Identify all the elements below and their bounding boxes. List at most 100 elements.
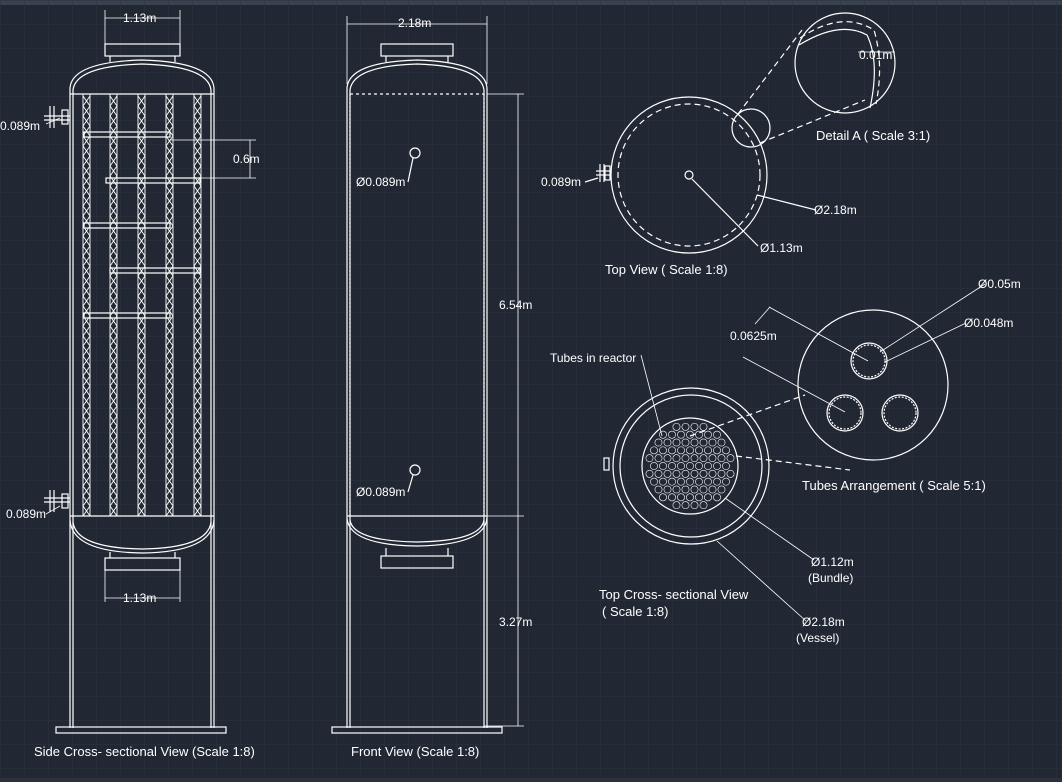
bundle-tube: [677, 493, 685, 502]
side-nozzle-top-label: 0.089m: [0, 119, 40, 133]
bundle-tube: [681, 438, 690, 447]
bundle-tube: [690, 438, 699, 447]
bundle-tube: [713, 430, 721, 439]
tubes-arrangement-drawing: [689, 309, 949, 471]
detail-a-drawing: [737, 12, 896, 144]
bundle-tube: [695, 493, 703, 502]
bundle-tube: [672, 485, 681, 494]
top-cross-section-title-line1: Top Cross- sectional View: [599, 587, 749, 602]
bundle-tube: [663, 438, 672, 447]
bundle-tube: [708, 469, 717, 478]
side-view-drawing: [44, 43, 227, 734]
front-view-title: Front View (Scale 1:8): [351, 744, 479, 759]
bundle-tube: [699, 454, 708, 463]
top-view-inner-dia-label: Ø1.13m: [760, 241, 803, 255]
bundle-tube: [690, 469, 699, 478]
tubes-in-reactor-label: Tubes in reactor: [550, 351, 636, 365]
bundle-tube: [654, 469, 663, 478]
bundle-tube: [686, 493, 694, 502]
bundle-tube: [690, 485, 699, 494]
detail-a-thickness-label: 0.01m: [859, 48, 892, 62]
bundle-tube: [663, 454, 672, 463]
bundle-tube: [704, 462, 712, 470]
bundle-tube: [686, 462, 694, 470]
bundle-tube: [686, 446, 694, 455]
tube-bundle: [645, 422, 735, 510]
bundle-tube: [650, 462, 658, 470]
bundle-tube: [668, 477, 676, 486]
bundle-tube: [650, 477, 658, 486]
top-view-nozzle-label: 0.089m: [541, 175, 581, 189]
bundle-tube: [726, 469, 735, 478]
bundle-tube: [668, 493, 676, 502]
detail-a-title: Detail A ( Scale 3:1): [816, 128, 930, 143]
bundle-tube: [722, 446, 730, 455]
bundle-tube: [681, 469, 690, 478]
side-view-dimensions: [45, 10, 256, 602]
side-view-tubes: [82, 94, 202, 517]
bundle-tube: [672, 422, 681, 431]
bundle-tube: [668, 430, 676, 439]
top-view-vessel-dia-label: Ø2.18m: [814, 203, 857, 217]
front-dim-width-label: 2.18m: [398, 16, 431, 30]
baffle-spacing-label: 0.6m: [233, 152, 260, 166]
bundle-tube: [704, 477, 712, 486]
bundle-tube: [663, 469, 672, 478]
bundle-tube: [717, 438, 726, 447]
bundle-tube: [686, 477, 694, 486]
bundle-tube: [704, 446, 712, 455]
bundle-tube: [726, 454, 735, 463]
bundle-tube: [713, 493, 721, 502]
tube-inner-dia-label: Ø0.048m: [964, 316, 1013, 330]
tube-outer-dia-label: Ø0.05m: [978, 277, 1021, 291]
tube-pitch-label: 0.0625m: [730, 329, 777, 343]
front-dim-leg-height-label: 3.27m: [499, 615, 532, 629]
bundle-tube: [672, 454, 681, 463]
bundle-tube: [654, 454, 663, 463]
bundle-tube: [659, 430, 667, 439]
bundle-tube: [672, 438, 681, 447]
bundle-tube: [659, 493, 667, 502]
bundle-tube: [645, 454, 654, 463]
bundle-tube: [677, 477, 685, 486]
vessel-dia-label: Ø2.18m: [802, 615, 845, 629]
front-dim-shell-height-label: 6.54m: [499, 298, 532, 312]
bundle-tube: [681, 422, 690, 431]
tubes-arrangement-title: Tubes Arrangement ( Scale 5:1): [802, 478, 986, 493]
window-bottom-bar: [0, 778, 1062, 782]
top-view-title: Top View ( Scale 1:8): [605, 262, 728, 277]
bundle-tube: [717, 454, 726, 463]
bundle-tube: [704, 493, 712, 502]
bundle-tube: [663, 485, 672, 494]
bundle-tube: [677, 462, 685, 470]
bundle-tube: [690, 454, 699, 463]
bundle-tube: [672, 501, 681, 510]
bundle-tube: [668, 462, 676, 470]
bundle-tube: [708, 438, 717, 447]
top-cross-section-drawing: [603, 354, 815, 622]
bundle-tube: [681, 485, 690, 494]
bundle-tube: [722, 462, 730, 470]
bundle-tube: [677, 430, 685, 439]
bundle-tube: [713, 446, 721, 455]
front-nozzle-lower-label: Ø0.089m: [356, 485, 405, 499]
front-view-drawing: [331, 43, 503, 734]
bundle-tube: [699, 469, 708, 478]
top-cross-section-title-line2: ( Scale 1:8): [602, 604, 668, 619]
bundle-tube: [713, 477, 721, 486]
bundle-tube: [699, 485, 708, 494]
bundle-tube: [699, 438, 708, 447]
bundle-tube: [654, 485, 663, 494]
bundle-tube: [717, 485, 726, 494]
front-view-dimensions: [346, 16, 524, 727]
side-nozzle-bottom-label: 0.089m: [6, 507, 46, 521]
bundle-tube: [708, 454, 717, 463]
front-nozzle-upper-label: Ø0.089m: [356, 175, 405, 189]
bundle-tube: [695, 446, 703, 455]
bundle-tube: [699, 422, 708, 431]
bundle-tube: [722, 477, 730, 486]
bundle-tube: [695, 462, 703, 470]
side-dim-bottom-label: 1.13m: [123, 591, 156, 605]
